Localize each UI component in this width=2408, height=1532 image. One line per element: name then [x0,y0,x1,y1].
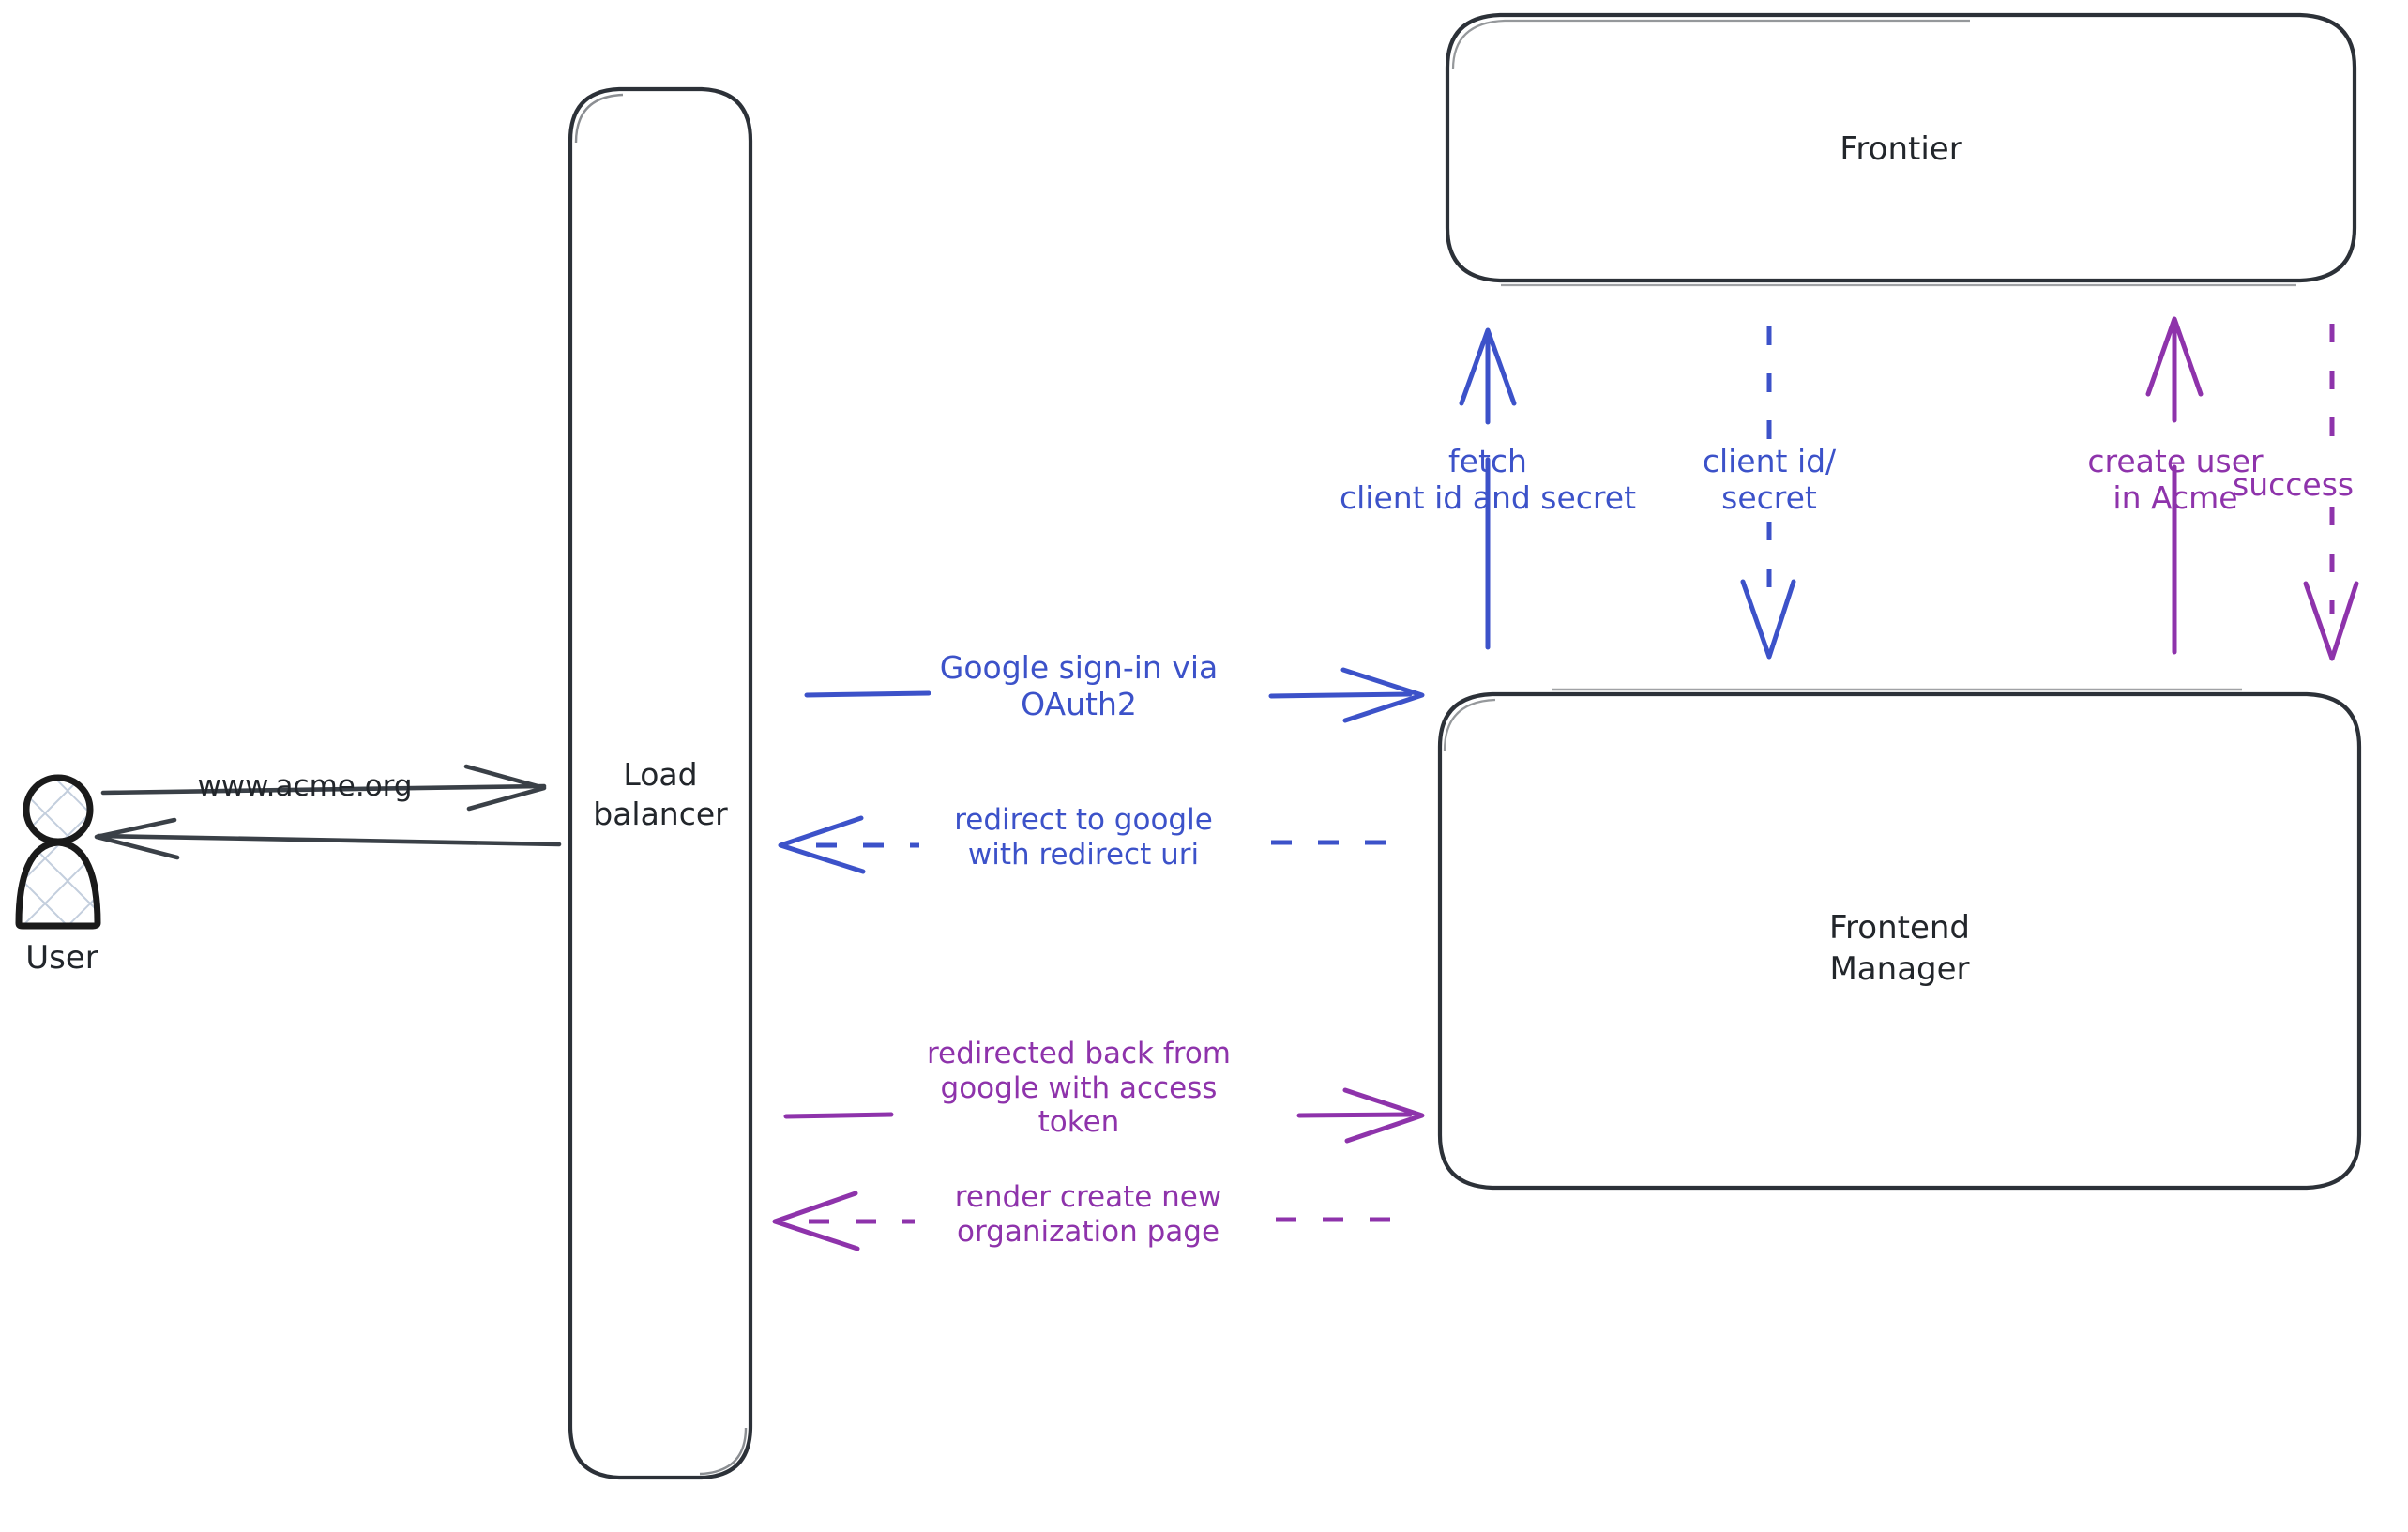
edge-lb-to-fm-signin [804,667,1425,723]
edge-fm-to-lb-render [772,1191,1412,1251]
edge-fm-to-lb-redirect [778,815,1407,874]
edge-lb-to-fm-token [783,1087,1425,1144]
node-load-balancer-shape[interactable] [568,86,753,1480]
node-frontend-manager-shape[interactable] [1437,688,2362,1191]
node-frontier-shape[interactable] [1445,12,2357,287]
edge-lb-to-user [94,817,562,860]
edge-user-to-lb [100,764,547,812]
edge-frontier-to-fm-creds [1740,326,1796,660]
person-icon [15,774,101,930]
edge-fm-to-frontier-create [2145,316,2204,655]
edge-frontier-to-fm-success [2303,324,2359,661]
edge-fm-to-frontier-fetch [1459,327,1517,650]
